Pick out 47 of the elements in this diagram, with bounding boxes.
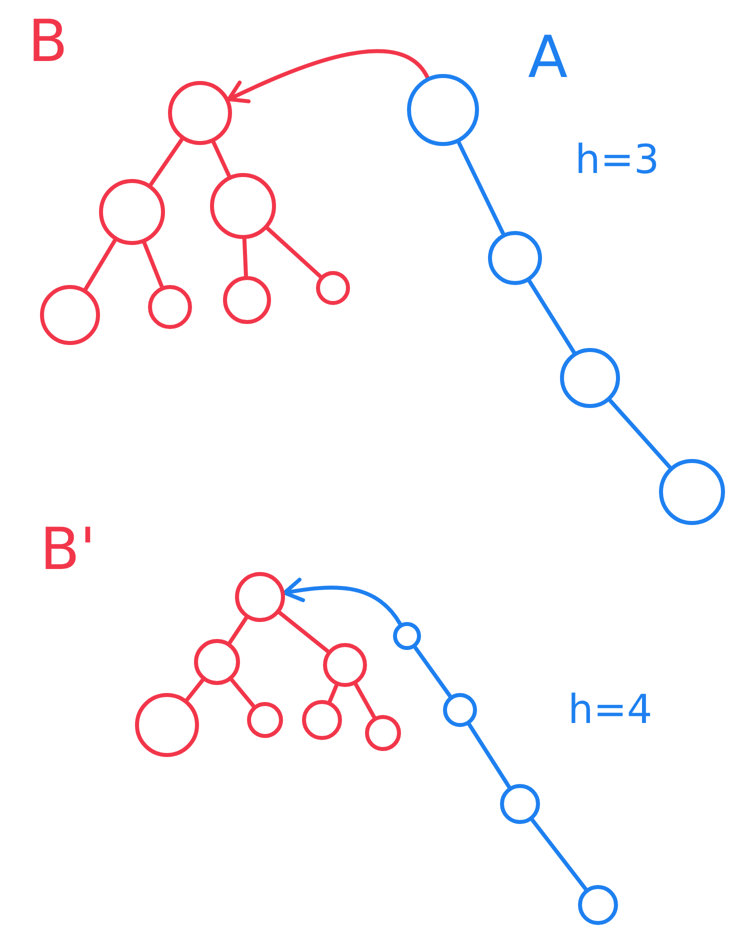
- tree-edge: [242, 236, 248, 278]
- tree-edge: [265, 226, 322, 279]
- tree-node-circle: [40, 285, 100, 345]
- tree-edge: [527, 278, 576, 355]
- handwritten-label: h=4: [568, 690, 652, 730]
- tree-node-circle: [148, 285, 192, 329]
- handwritten-label: h=3: [575, 140, 660, 180]
- tree-edge: [354, 682, 376, 720]
- tree-node-circle: [323, 643, 367, 687]
- tree-node-circle: [500, 784, 540, 824]
- tree-edge: [83, 238, 117, 292]
- tree-edge: [228, 616, 248, 645]
- tree-node-circle: [235, 572, 285, 622]
- tree-edge: [530, 818, 588, 892]
- tree-edge: [456, 140, 506, 236]
- tree-node-circle: [168, 81, 232, 145]
- handwritten-label: B: [28, 12, 68, 70]
- tree-node-circle: [316, 271, 350, 305]
- tree-edge: [467, 722, 512, 790]
- tree-node-circle: [488, 231, 542, 285]
- tree-edge: [413, 645, 452, 698]
- tree-edge: [328, 683, 338, 704]
- tree-node-circle: [393, 622, 421, 650]
- tree-node-circle: [99, 179, 165, 245]
- tree-node-circle: [223, 276, 271, 324]
- tree-edge: [211, 140, 232, 178]
- tree-node-circle: [194, 639, 240, 685]
- tree-node-circle: [560, 348, 620, 408]
- tree-edge: [608, 398, 672, 470]
- tree-edge: [148, 137, 184, 187]
- tree-node-circle: [135, 693, 199, 757]
- tree-edge: [142, 240, 164, 289]
- handwritten-label: B': [40, 520, 96, 578]
- tree-node-circle: [407, 74, 479, 146]
- curved-arrow: [282, 578, 402, 626]
- tree-node-circle: [302, 700, 342, 740]
- handwritten-label: A: [528, 28, 568, 86]
- tree-node-circle: [210, 173, 276, 239]
- tree-node-circle: [247, 702, 283, 738]
- tree-edge: [184, 678, 205, 702]
- tree-edge: [230, 678, 256, 708]
- tree-node-circle: [578, 885, 618, 925]
- curved-arrow: [226, 49, 430, 104]
- tree-edge: [278, 610, 330, 654]
- tree-node-circle: [659, 459, 725, 525]
- tree-node-circle: [443, 693, 477, 727]
- tree-node-circle: [365, 715, 401, 751]
